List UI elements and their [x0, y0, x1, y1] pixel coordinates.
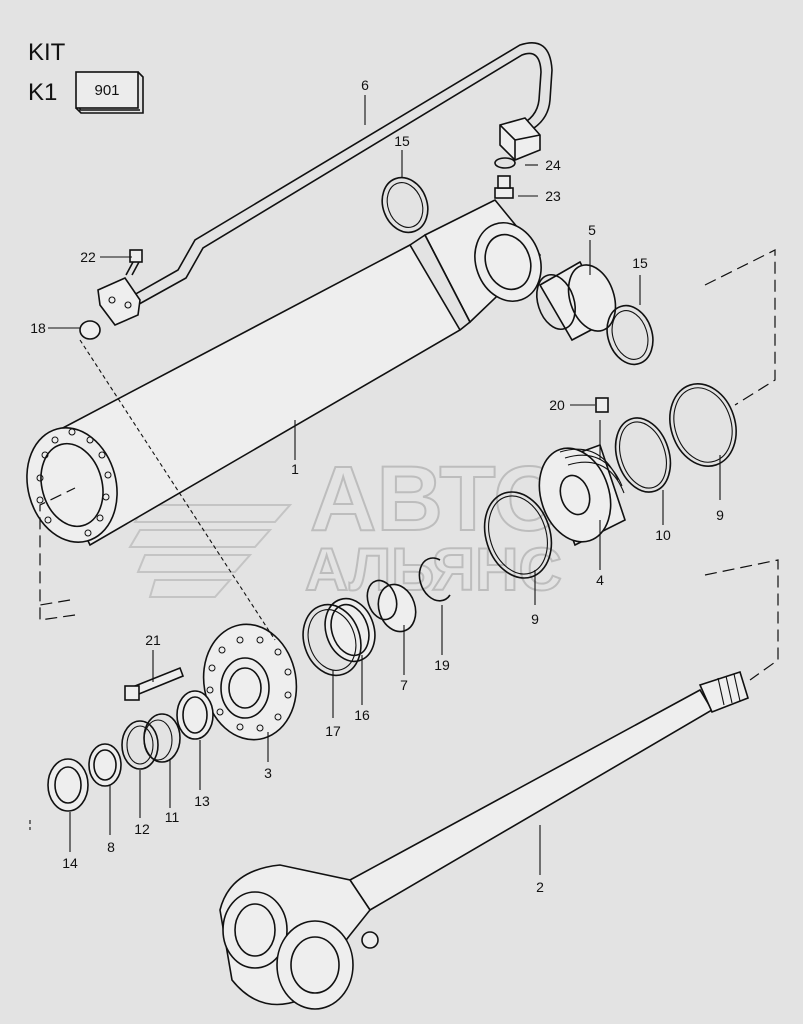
part-15-ring-b [606, 304, 654, 366]
callout-15b: 15 [632, 255, 648, 271]
watermark-line1: АВТО [310, 448, 565, 550]
callout-9a: 9 [716, 507, 724, 523]
callout-7: 7 [400, 677, 408, 693]
part-19-snap-ring [418, 557, 451, 602]
part-10-ring [614, 417, 672, 493]
part-22-bolt [125, 249, 143, 276]
seal-rings [47, 176, 737, 812]
part-3-gland-head [202, 623, 298, 741]
part-13-seal [176, 690, 214, 740]
assembly-lines [29, 249, 779, 830]
callout-2: 2 [536, 879, 544, 895]
part-23-bolt [494, 175, 514, 199]
part-9-ring-a [669, 383, 737, 467]
part-14-wiper [47, 758, 89, 812]
callout-11: 11 [165, 809, 180, 825]
callout-16: 16 [354, 707, 370, 723]
part-15-ring-a [381, 176, 429, 234]
part-18-ball [79, 320, 101, 340]
part-5-bushing [536, 260, 617, 342]
callout-8: 8 [107, 839, 115, 855]
callout-24: 24 [545, 157, 561, 173]
part-21-bolt [124, 666, 185, 701]
part-20-plug [595, 397, 609, 413]
callout-4: 4 [596, 572, 604, 588]
watermark-logo-icon [128, 504, 293, 598]
part-4-piston [538, 443, 626, 547]
part-1-cylinder-barrel [26, 198, 542, 547]
callout-9b: 9 [531, 611, 539, 627]
callout-17: 17 [325, 723, 341, 739]
part-9-ring-b [483, 491, 553, 579]
watermark-line2: АЛЬЯНС [305, 536, 562, 603]
callout-23: 23 [545, 188, 561, 204]
callout-18: 18 [30, 320, 46, 336]
part-17-ring [302, 603, 362, 677]
part-12-ring [121, 720, 159, 770]
kit-code-label: K1 [28, 79, 57, 106]
kit-code-value: 901 [94, 82, 119, 99]
fasteners [79, 157, 609, 701]
part-6-pipe [97, 42, 553, 326]
leader-lines [48, 95, 721, 875]
kit-code-box: 901 [75, 71, 144, 114]
callout-5: 5 [588, 222, 596, 238]
callout-14: 14 [62, 855, 78, 871]
callout-22: 22 [80, 249, 96, 265]
callout-1: 1 [291, 461, 299, 477]
callout-6: 6 [361, 77, 369, 93]
callout-15a: 15 [394, 133, 410, 149]
callout-20: 20 [549, 397, 565, 413]
part-2-piston-rod [219, 670, 749, 1010]
part-8-ring [88, 743, 122, 787]
callout-13: 13 [194, 793, 210, 809]
callout-21: 21 [145, 632, 161, 648]
callout-12: 12 [134, 821, 150, 837]
callout-labels: 6 15 5 15 24 23 22 18 20 1 9 10 4 9 19 7… [30, 77, 724, 895]
kit-title: KIT [28, 39, 66, 66]
part-16-ring [324, 597, 376, 663]
callout-3: 3 [264, 765, 272, 781]
part-24-washer [494, 157, 516, 169]
callout-19: 19 [434, 657, 450, 673]
callout-10: 10 [655, 527, 671, 543]
